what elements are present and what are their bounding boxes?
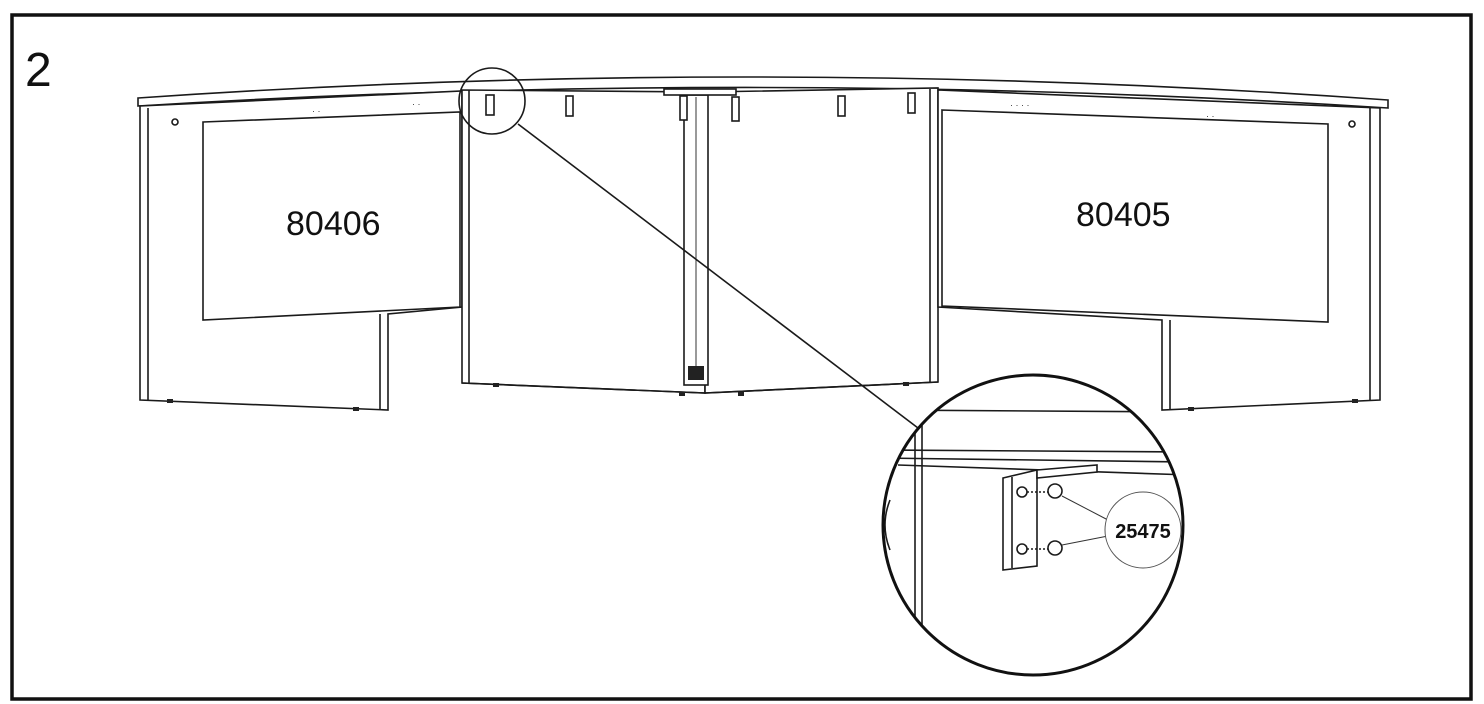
right-desk: 80405 · · · · · · [937, 89, 1381, 411]
svg-text:· ·: · · [312, 106, 321, 116]
detail-view: 25475 [881, 373, 1185, 677]
detail-callout [458, 67, 919, 429]
connector-part-label: 25475 [1115, 521, 1171, 543]
desk-assembly: 80406 · · · · [137, 76, 1389, 411]
corner-unit [461, 87, 939, 396]
callout-source-circle [458, 67, 526, 135]
left-panel-label: 80406 [286, 205, 381, 243]
left-modesty-panel [202, 111, 461, 321]
right-panel-label: 80405 [1076, 196, 1171, 234]
right-modesty-panel [941, 109, 1329, 323]
callout-leader-line [517, 123, 919, 429]
diagram-border [10, 13, 1473, 701]
left-desk: 80406 · · · · [139, 90, 463, 411]
part-label-bubble [1104, 491, 1182, 569]
step-number: 2 [25, 44, 52, 97]
connector-screws [1016, 483, 1063, 556]
svg-text:· ·: · · [1206, 111, 1215, 121]
under-top-brackets [485, 92, 916, 122]
svg-text:· ·: · · [412, 99, 421, 109]
center-leg [663, 88, 737, 386]
corner-bracket [1002, 464, 1098, 571]
svg-text:· · · ·: · · · · [1010, 100, 1030, 110]
